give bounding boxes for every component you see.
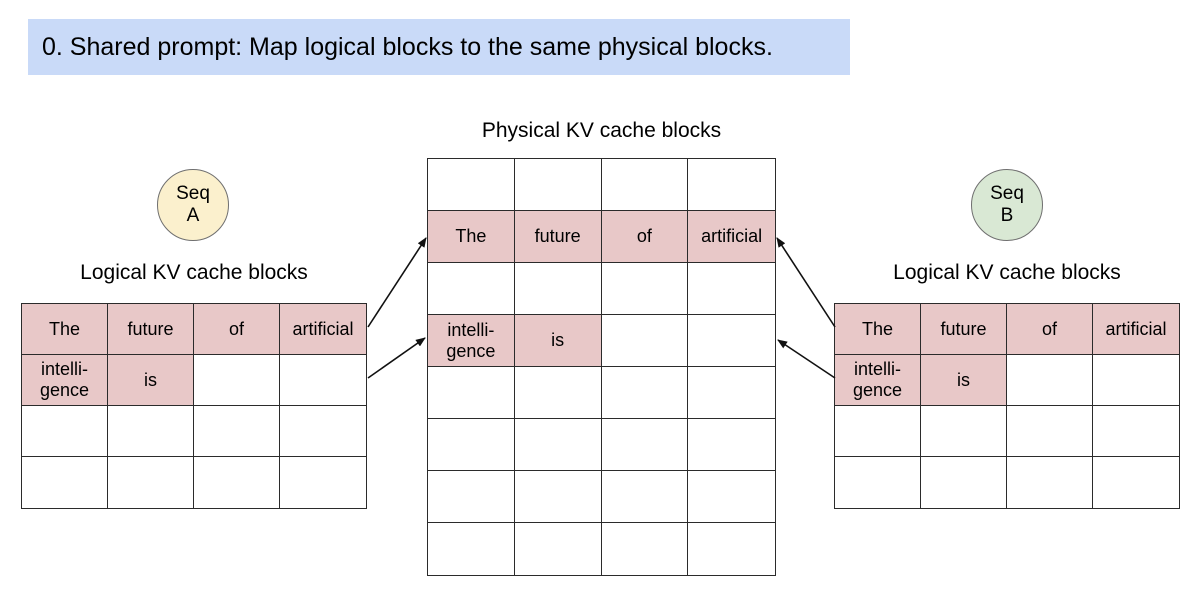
table-cell: intelli- gence (428, 315, 515, 367)
logical-b-table-title: Logical KV cache blocks (893, 261, 1121, 284)
seq-a-badge: Seq A (157, 169, 229, 241)
table-cell (688, 263, 775, 315)
table-cell (601, 315, 689, 367)
table-cell (108, 406, 194, 457)
table-cell (108, 457, 194, 508)
table-cell (280, 457, 366, 508)
physical-table-title: Physical KV cache blocks (481, 119, 722, 142)
table-cell: artificial (688, 211, 775, 263)
table-cell (602, 523, 689, 575)
table-cell (428, 367, 515, 419)
table-cell: The (835, 304, 921, 355)
table-cell (1007, 355, 1093, 406)
table-cell: is (514, 315, 602, 367)
arrow-seq-b-block0-icon (776, 237, 836, 328)
table-cell (22, 406, 108, 457)
title-text: 0. Shared prompt: Map logical blocks to … (42, 32, 773, 61)
table-cell (688, 471, 775, 523)
table-cell (194, 355, 280, 406)
table-cell (514, 471, 602, 523)
table-cell (1093, 355, 1179, 406)
table-cell: intelli- gence (835, 355, 921, 406)
arrow-seq-b-block1-icon (777, 339, 836, 379)
table-cell: artificial (1093, 304, 1179, 355)
table-cell (1093, 457, 1179, 508)
logical-a-table-title: Logical KV cache blocks (80, 261, 308, 284)
table-cell (688, 367, 775, 419)
table-cell: artificial (280, 304, 366, 355)
table-cell (514, 419, 602, 471)
table-cell (515, 523, 602, 575)
seq-b-badge: Seq B (971, 169, 1043, 241)
table-cell (194, 457, 280, 508)
table-cell (280, 355, 366, 406)
arrow-seq-a-block0-icon (367, 237, 427, 328)
arrow-seq-a-block1-icon (367, 337, 426, 379)
table-cell (601, 367, 689, 419)
table-cell (688, 159, 775, 211)
table-cell (428, 471, 515, 523)
table-cell: is (108, 355, 194, 406)
table-cell: future (514, 211, 602, 263)
table-cell (514, 159, 602, 211)
table-cell: of (601, 211, 689, 263)
table-cell (688, 419, 775, 471)
table-cell (1007, 457, 1093, 508)
seq-a-label-line2: A (186, 205, 200, 226)
table-cell: of (1007, 304, 1093, 355)
table-cell (835, 406, 921, 457)
table-cell (921, 406, 1007, 457)
table-cell: The (428, 211, 515, 263)
table-cell (428, 159, 515, 211)
table-cell (428, 419, 515, 471)
table-cell: intelli- gence (22, 355, 108, 406)
table-cell: future (921, 304, 1007, 355)
table-cell (1093, 406, 1179, 457)
table-cell (601, 159, 689, 211)
table-cell (428, 263, 515, 315)
table-cell (835, 457, 921, 508)
table-cell: is (921, 355, 1007, 406)
table-cell: of (194, 304, 280, 355)
table-cell (601, 471, 689, 523)
table-cell: future (108, 304, 194, 355)
table-cell (688, 315, 775, 367)
seq-b-label-line1: Seq (990, 183, 1024, 205)
table-cell (601, 419, 689, 471)
table-cell: The (22, 304, 108, 355)
table-cell (601, 263, 689, 315)
table-cell (428, 523, 515, 575)
seq-b-label-line2: B (1000, 205, 1014, 226)
table-cell (921, 457, 1007, 508)
table-cell (514, 263, 602, 315)
table-cell (194, 406, 280, 457)
table-cell (280, 406, 366, 457)
seq-a-label-line1: Seq (176, 183, 210, 205)
table-cell (1007, 406, 1093, 457)
table-cell (688, 523, 775, 575)
table-cell (22, 457, 108, 508)
title-banner: 0. Shared prompt: Map logical blocks to … (28, 19, 850, 75)
table-cell (514, 367, 602, 419)
